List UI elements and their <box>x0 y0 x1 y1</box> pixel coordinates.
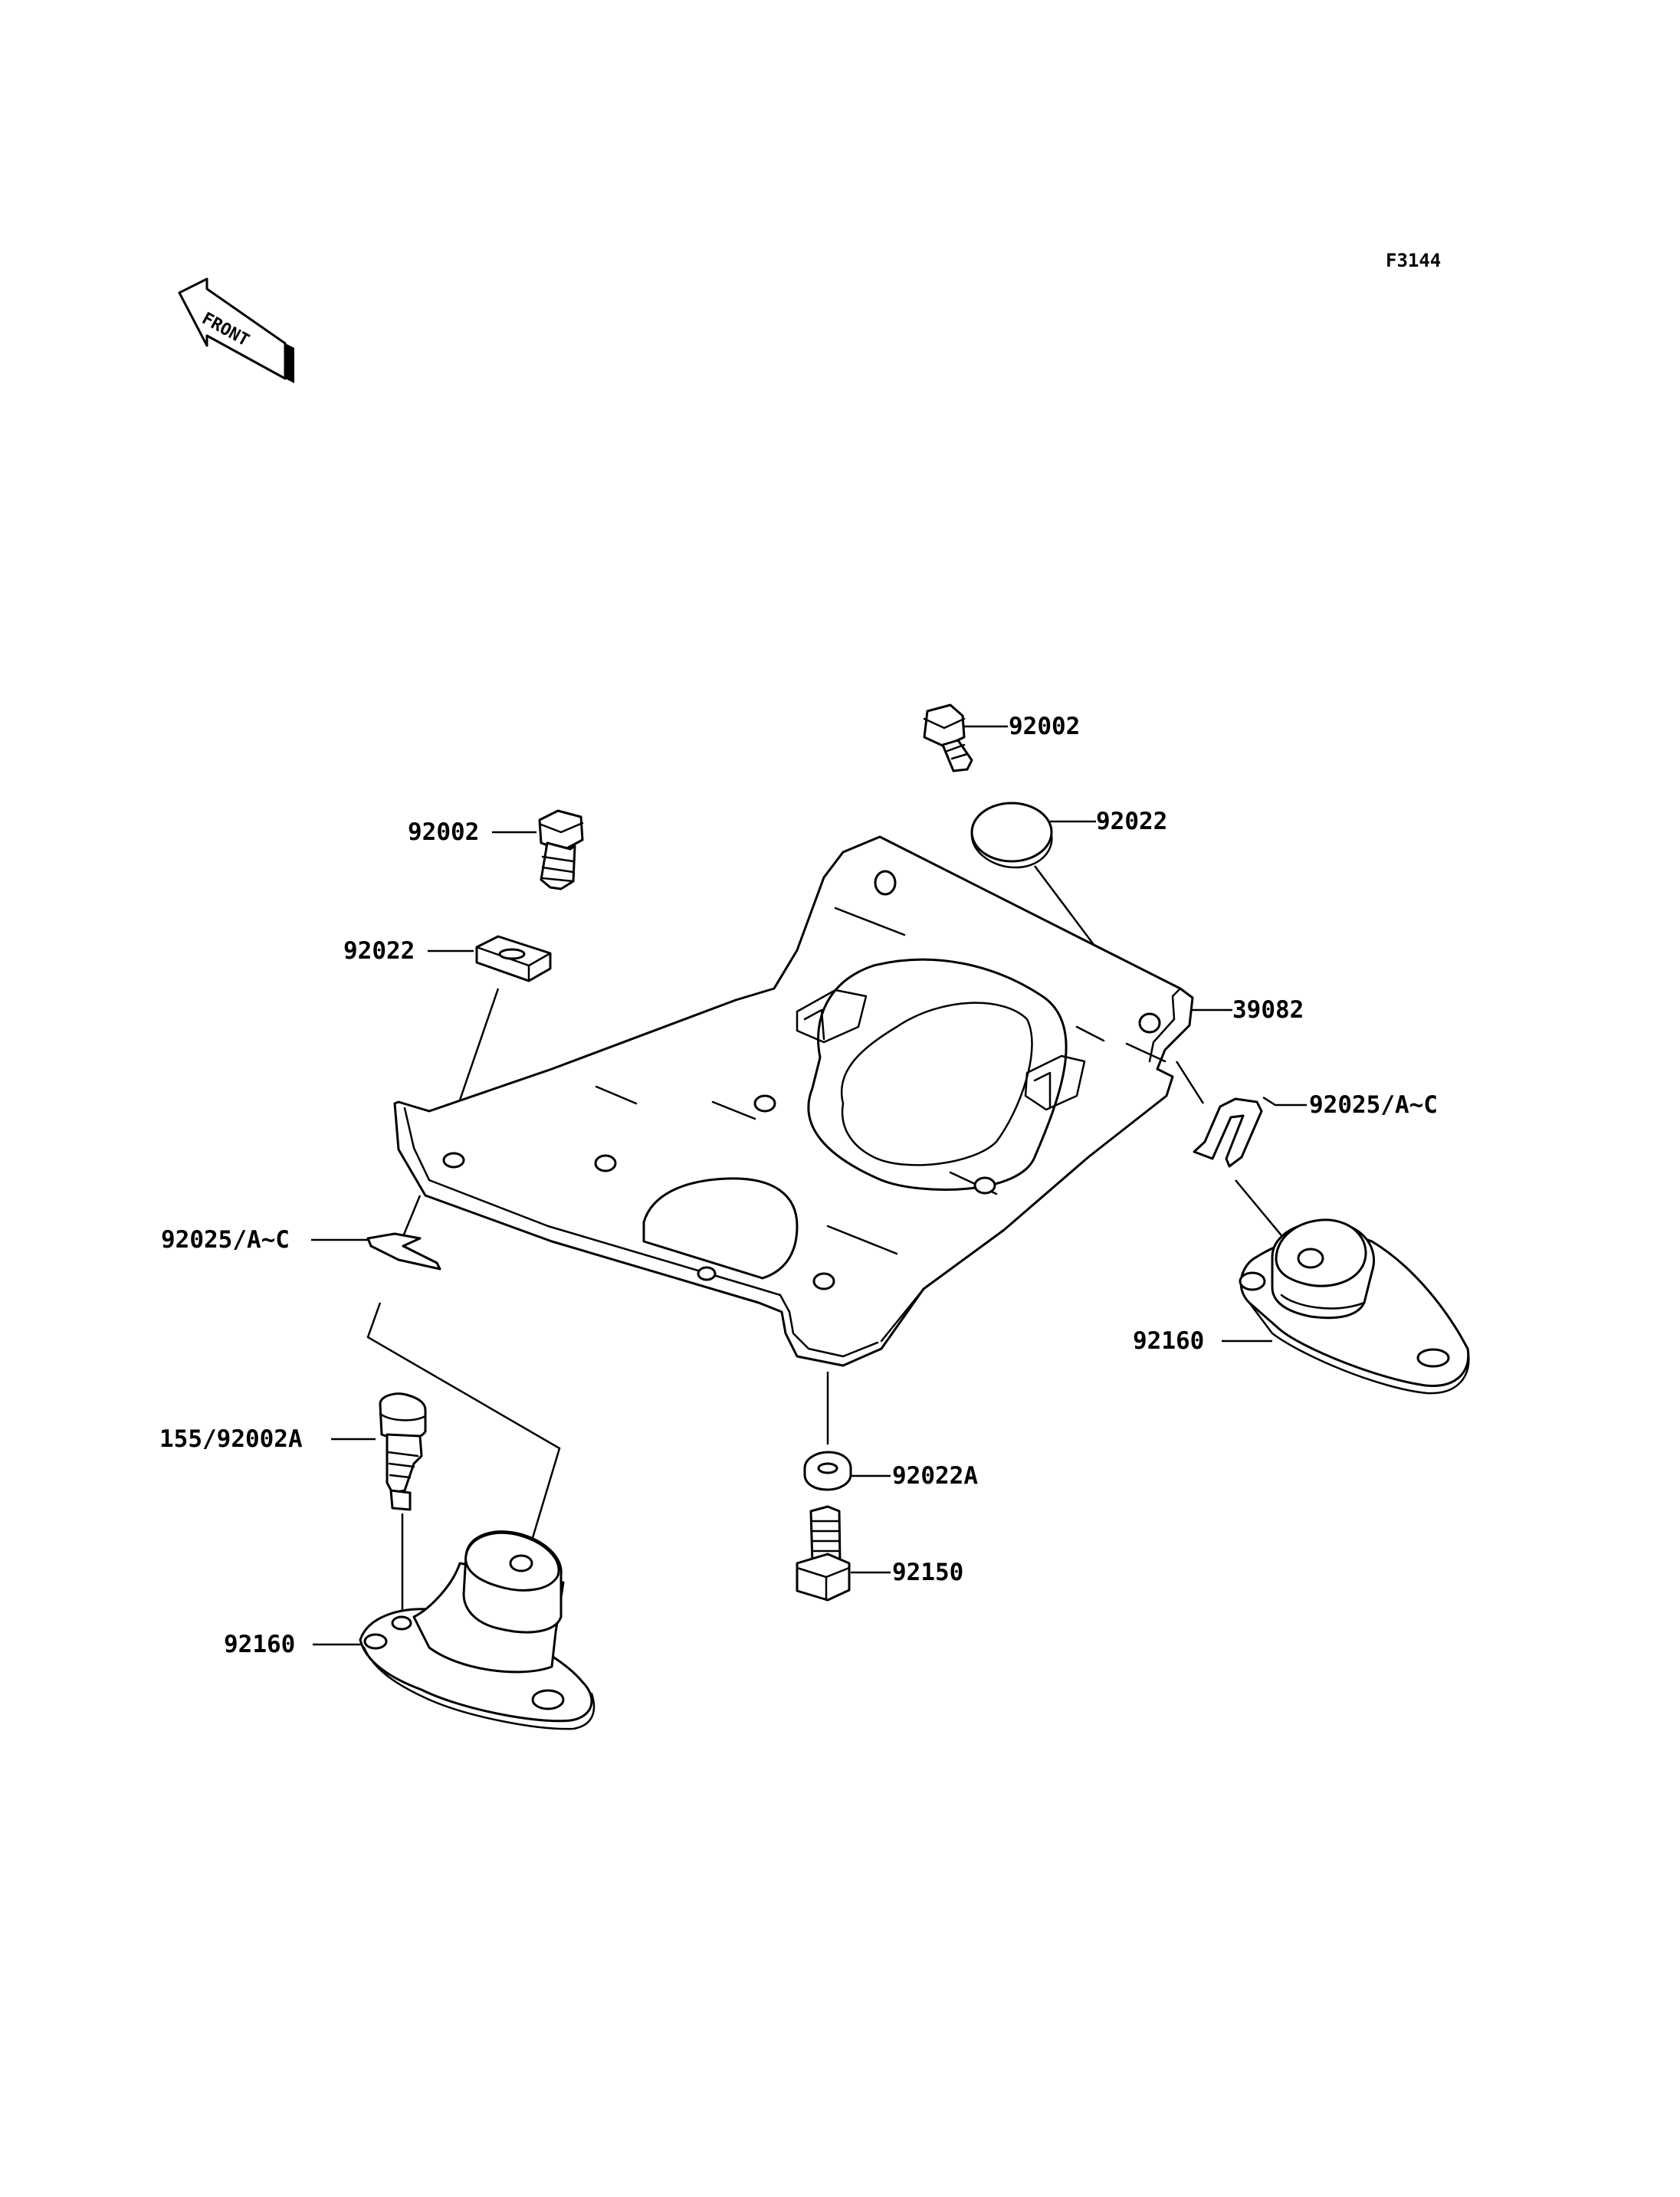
rubber-92022-top-right[interactable] <box>970 802 1053 869</box>
label-92002-top-right: 92002 <box>1009 713 1080 740</box>
label-92022-left: 92022 <box>343 937 415 965</box>
label-92022-top-right: 92022 <box>1096 808 1167 835</box>
bracket-39082[interactable] <box>393 835 1194 1367</box>
label-92160-left: 92160 <box>224 1631 295 1658</box>
label-92022A: 92022A <box>892 1462 978 1490</box>
mount-92160-right[interactable] <box>1239 1218 1470 1395</box>
label-92002-left: 92002 <box>408 818 479 846</box>
front-arrow-icon: FRONT <box>178 277 294 383</box>
figure-id: F3144 <box>1386 250 1441 271</box>
rubber-92022-left[interactable] <box>475 935 552 982</box>
label-92025-right: 92025/A~C <box>1309 1091 1438 1119</box>
bolt-155-92002A[interactable] <box>379 1392 427 1511</box>
bolt-92002-top-right[interactable] <box>923 703 973 772</box>
bolt-92002-left[interactable] <box>538 809 584 890</box>
clip-92025-left[interactable] <box>366 1232 441 1271</box>
label-155-92002A: 155/92002A <box>159 1425 303 1453</box>
washer-92022A[interactable] <box>803 1451 852 1491</box>
mount-92160-left[interactable] <box>359 1530 596 1730</box>
bolt-92150[interactable] <box>796 1505 851 1602</box>
label-92150: 92150 <box>892 1559 963 1586</box>
label-92025-left: 92025/A~C <box>161 1226 290 1254</box>
label-39082: 39082 <box>1232 996 1304 1024</box>
clip-92025-right[interactable] <box>1193 1097 1263 1168</box>
label-92160-right: 92160 <box>1133 1327 1204 1355</box>
